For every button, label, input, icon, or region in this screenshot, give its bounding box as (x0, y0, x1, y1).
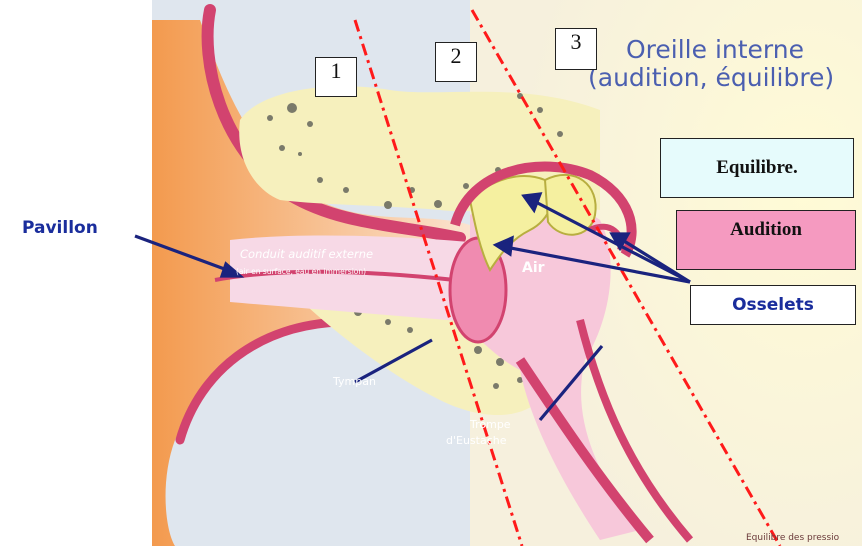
trompe-label-2: d'Eustache (446, 434, 507, 447)
title-line-1: Oreille interne (626, 35, 804, 64)
audition-box: Audition (676, 210, 856, 270)
ossicle-incus (545, 175, 596, 235)
conduit-sublabel: (air en surface, eau en immersion) (236, 267, 366, 276)
osselets-box: Osselets (690, 285, 856, 325)
trompe-label-1: Trompe (469, 418, 511, 431)
equilibre-label: Equilibre. (716, 157, 797, 179)
title-line-2: (audition, équilibre) (588, 63, 834, 92)
zone-2-box: 2 (435, 42, 477, 82)
osselets-label: Osselets (732, 295, 814, 315)
zone-1-box: 1 (315, 57, 357, 97)
equilibre-box: Equilibre. (660, 138, 854, 198)
tympan-label: Tympan (332, 375, 376, 388)
pavillon-label: Pavillon (22, 218, 98, 238)
air-label: Air (522, 260, 545, 276)
audition-label: Audition (730, 219, 802, 241)
conduit-label: Conduit auditif externe (240, 247, 373, 261)
zone-3-box: 3 (555, 28, 597, 70)
pressure-label: Equilibre des pressio (746, 533, 840, 543)
